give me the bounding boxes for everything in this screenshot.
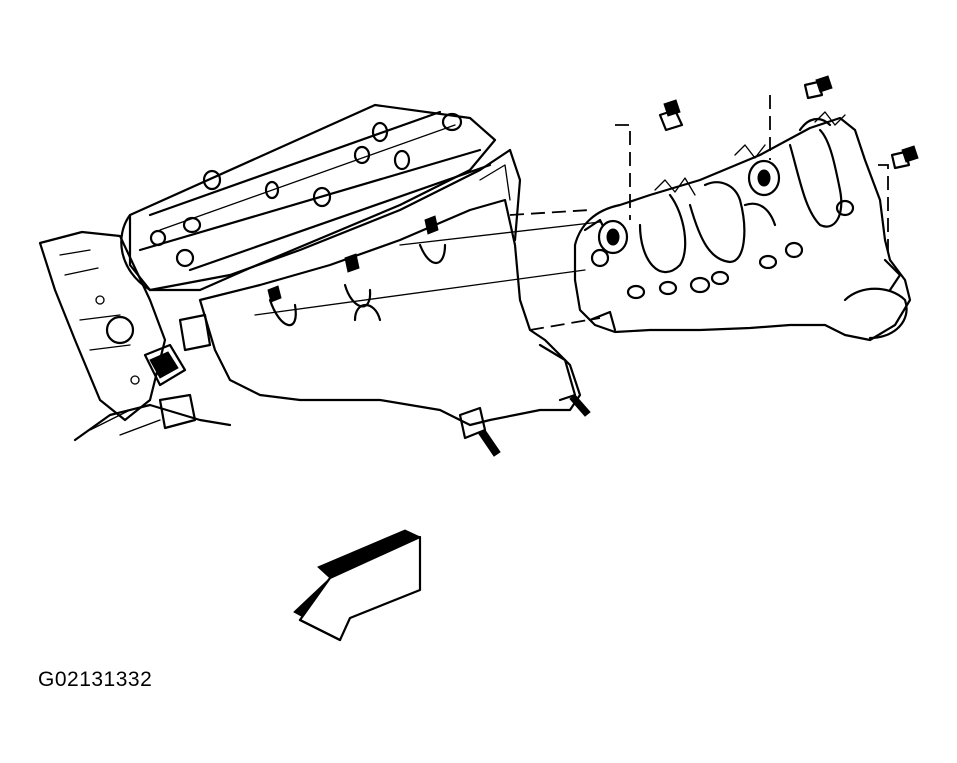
manifold-bolt-icons	[267, 215, 439, 303]
valve-cover-bolt-icons	[149, 112, 463, 268]
flange-stud-icons	[478, 394, 591, 457]
exhaust-manifold-bolt-icons	[658, 75, 919, 170]
bolt-icon	[803, 75, 833, 100]
installed-exhaust-manifold	[198, 198, 591, 457]
gasket-icons	[597, 159, 781, 255]
removed-exhaust-manifold	[573, 111, 912, 342]
figure-code-label: G02131332	[38, 668, 153, 691]
engine-cylinder-head	[38, 103, 522, 442]
front-direction-arrow-icon	[293, 529, 422, 642]
bolt-icon	[890, 145, 919, 170]
bolt-icon	[658, 99, 684, 132]
manifold-bolt-hole-icons	[590, 199, 855, 300]
alignment-leader-lines	[254, 95, 889, 331]
